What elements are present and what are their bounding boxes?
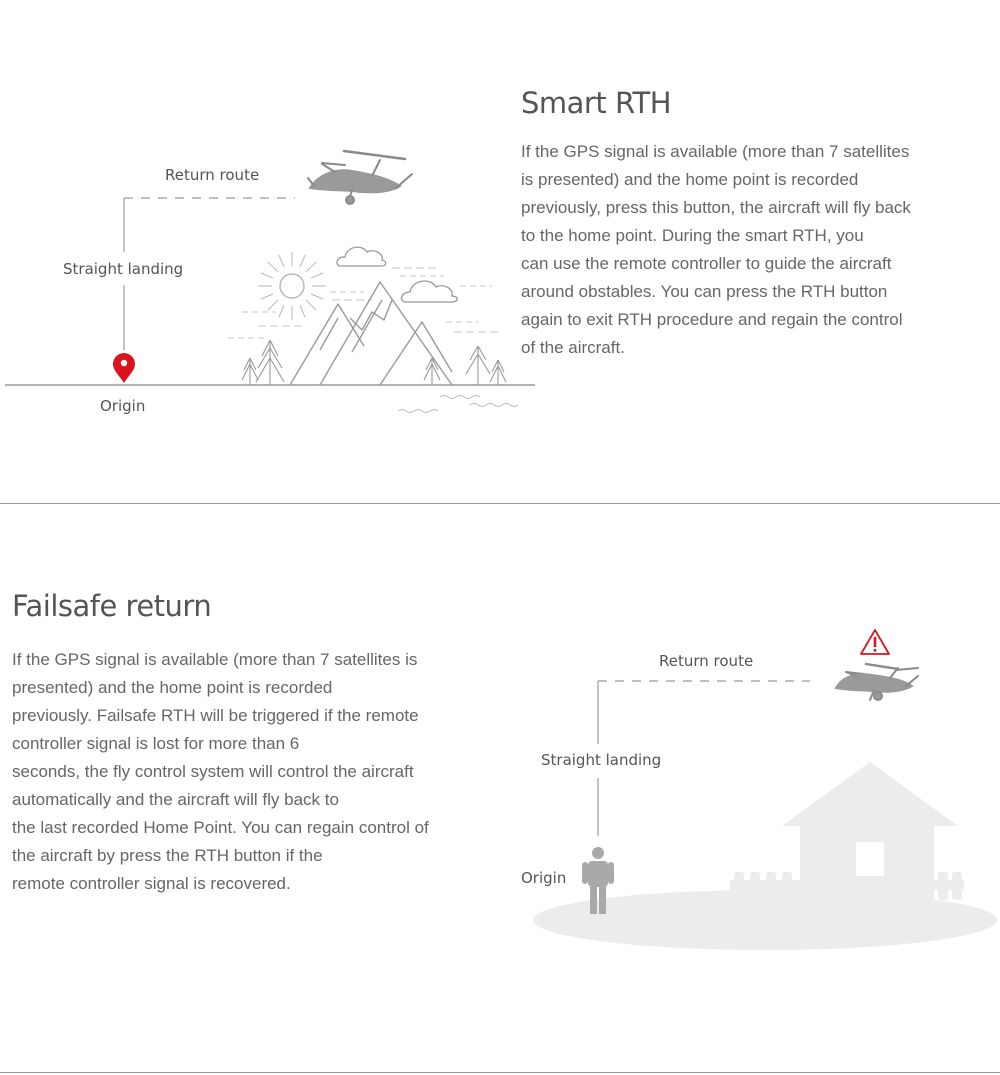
origin-label: Origin bbox=[100, 397, 146, 415]
description-line: is presented) and the home point is reco… bbox=[521, 170, 859, 189]
section-divider bbox=[0, 503, 1000, 504]
description-line: automatically and the aircraft will fly … bbox=[12, 790, 339, 809]
straight-landing-label: Straight landing bbox=[541, 751, 662, 769]
person-icon bbox=[582, 847, 614, 914]
drone-icon bbox=[834, 662, 919, 701]
description-line: previously, press this button, the aircr… bbox=[521, 198, 911, 217]
location-pin-icon bbox=[113, 353, 135, 383]
ground-ellipse bbox=[533, 890, 997, 950]
return-route-label: Return route bbox=[659, 652, 754, 670]
straight-landing-label: Straight landing bbox=[63, 260, 184, 278]
origin-label: Origin bbox=[521, 869, 567, 887]
section-description: If the GPS signal is available (more tha… bbox=[12, 646, 429, 898]
section-title: Failsafe return bbox=[12, 589, 212, 623]
cloud-icon bbox=[336, 246, 387, 267]
smart-rth-illustration bbox=[5, 149, 535, 413]
mountain-icon bbox=[289, 281, 453, 386]
warning-icon bbox=[860, 629, 890, 655]
section-title: Smart RTH bbox=[521, 86, 672, 120]
description-line: remote controller signal is recovered. bbox=[12, 874, 291, 893]
haze-lines bbox=[228, 267, 500, 339]
description-line: the aircraft by press the RTH button if … bbox=[12, 846, 323, 865]
pine-tree-icon bbox=[241, 339, 507, 385]
description-line: again to exit RTH procedure and regain t… bbox=[521, 310, 903, 329]
description-line: the last recorded Home Point. You can re… bbox=[12, 818, 429, 837]
description-line: can use the remote controller to guide t… bbox=[521, 254, 892, 273]
description-line: to the home point. During the smart RTH,… bbox=[521, 226, 864, 245]
description-line: controller signal is lost for more than … bbox=[12, 734, 300, 753]
fence-left bbox=[730, 872, 802, 900]
description-line: previously. Failsafe RTH will be trigger… bbox=[12, 706, 419, 725]
section-divider bbox=[0, 1072, 1000, 1073]
cloud-icon bbox=[400, 280, 458, 303]
sun-icon bbox=[258, 252, 326, 320]
description-line: presented) and the home point is recorde… bbox=[12, 678, 333, 697]
description-line: around obstables. You can press the RTH … bbox=[521, 282, 888, 301]
return-route-label: Return route bbox=[165, 166, 260, 184]
fence-right bbox=[934, 872, 964, 900]
description-line: seconds, the fly control system will con… bbox=[12, 762, 414, 781]
drone-icon bbox=[307, 149, 413, 205]
description-line: of the aircraft. bbox=[521, 338, 625, 357]
house-icon bbox=[782, 762, 958, 900]
water-ripples bbox=[397, 395, 519, 413]
description-line: If the GPS signal is available (more tha… bbox=[12, 650, 418, 669]
section-description: If the GPS signal is available (more tha… bbox=[521, 138, 911, 362]
description-line: If the GPS signal is available (more tha… bbox=[521, 142, 910, 161]
